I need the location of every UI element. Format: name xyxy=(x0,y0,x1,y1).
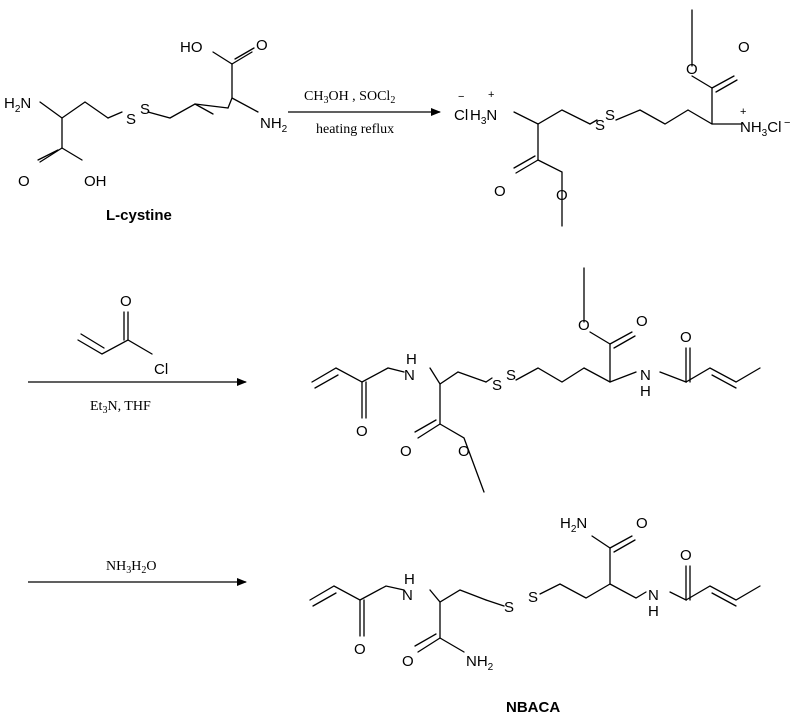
atom-s5: S xyxy=(492,377,502,394)
ammonium-plus-right: + xyxy=(740,106,746,118)
atom-cl-acryloyl: Cl xyxy=(154,361,168,378)
atom-o-amide-right: O xyxy=(680,329,692,346)
atom-nh3-right: NH3Cl xyxy=(740,119,781,139)
bisacryloyl-ester-structure xyxy=(311,267,761,493)
l-cystine-structure xyxy=(37,47,259,163)
chloride-minus-right: − xyxy=(784,117,790,129)
nbaca-atoms: O H N O NH2 S S H2N O N H O NBACA xyxy=(354,515,692,716)
conditions-step3: NH3H2O xyxy=(106,559,156,576)
chloride-minus-left: − xyxy=(458,91,464,103)
atom-n-nbaca-right: N xyxy=(648,587,659,604)
atom-h-amide-left: H xyxy=(406,351,417,368)
atom-o-nbaca-left: O xyxy=(354,641,366,658)
ammonium-plus-left: + xyxy=(488,89,494,101)
atom-s7: S xyxy=(504,599,514,616)
atom-o-right: O xyxy=(256,37,268,54)
atom-o-ester-left: O xyxy=(494,183,506,200)
atom-nh2-nbaca-left: NH2 xyxy=(466,653,494,673)
atom-o-methoxy-left: O xyxy=(556,187,568,204)
ester-salt-atoms: − Cl H3N + O O S S O O NH3Cl + − xyxy=(454,39,790,204)
atom-o-amide-nbaca-right: O xyxy=(636,515,648,532)
atom-h-nbaca-left: H xyxy=(404,571,415,588)
atom-o-acryloyl: O xyxy=(120,293,132,310)
atom-o-ester-2-left: O xyxy=(400,443,412,460)
atom-s3: S xyxy=(595,117,605,134)
atom-h3n-left: H3N xyxy=(470,107,497,127)
atom-ho-right: HO xyxy=(180,39,203,56)
atom-s1: S xyxy=(126,111,136,128)
atom-h2n-nbaca-right: H2N xyxy=(560,515,587,535)
atom-o-methoxy-2-right: O xyxy=(578,317,590,334)
conditions-step1-bottom: heating reflux xyxy=(316,122,394,137)
bisacryloyl-ester-atoms: O H N O O S S O O N H O xyxy=(356,313,692,460)
atom-h-nbaca-right: H xyxy=(648,603,659,620)
conditions-step2: Et3N, THF xyxy=(90,399,151,416)
atom-s6: S xyxy=(506,367,516,384)
acryloyl-chloride-structure: O Cl xyxy=(77,293,168,378)
atom-o-amide-nbaca-left: O xyxy=(402,653,414,670)
label-l-cystine: L-cystine xyxy=(106,207,172,224)
atom-n-nbaca-left: N xyxy=(402,587,413,604)
label-nbaca: NBACA xyxy=(506,699,560,716)
atom-o-amide-left: O xyxy=(356,423,368,440)
atom-n-amide-right: N xyxy=(640,367,651,384)
atom-s2: S xyxy=(140,101,150,118)
atom-o-nbaca-right: O xyxy=(680,547,692,564)
l-cystine-atoms: H2N O OH S S HO O NH2 L-cystine xyxy=(4,37,288,224)
atom-o-methoxy-2-left: O xyxy=(458,443,470,460)
atom-o-ester-right: O xyxy=(738,39,750,56)
atom-nh2-right: NH2 xyxy=(260,115,288,135)
atom-s4: S xyxy=(605,107,615,124)
atom-h-amide-right: H xyxy=(640,383,651,400)
cystine-dimethyl-ester-structure xyxy=(513,9,743,227)
atom-n-amide-left: N xyxy=(404,367,415,384)
atom-o-ester-2-right: O xyxy=(636,313,648,330)
atom-s8: S xyxy=(528,589,538,606)
atom-h2n-left: H2N xyxy=(4,95,31,115)
nbaca-structure xyxy=(309,535,761,653)
atom-oh-left: OH xyxy=(84,173,107,190)
atom-o-left: O xyxy=(18,173,30,190)
conditions-step1-top: CH3OH , SOCl2 xyxy=(304,89,395,106)
atom-o-methoxy-right: O xyxy=(686,61,698,78)
atom-cl-left: Cl xyxy=(454,107,468,124)
